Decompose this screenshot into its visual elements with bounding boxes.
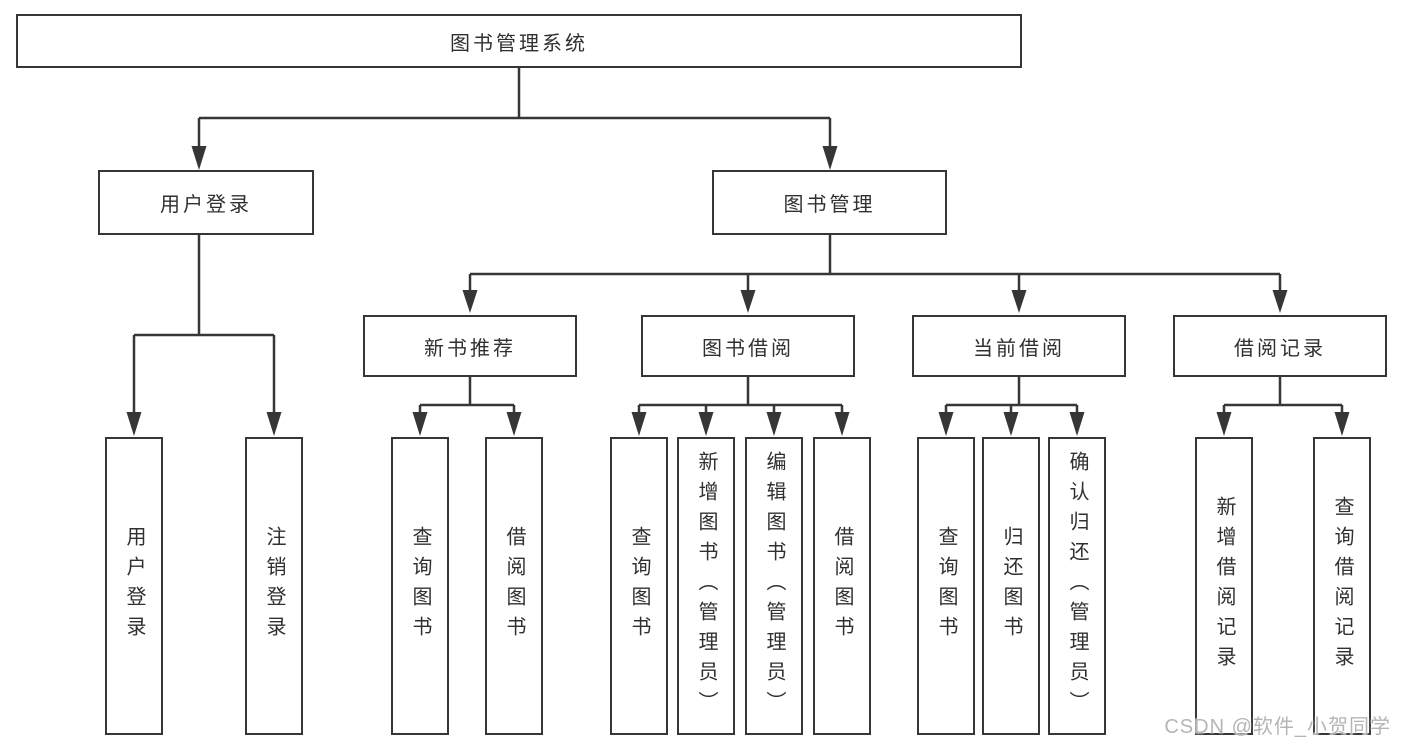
node-label: 编辑图书（管理员） xyxy=(763,451,785,721)
node-label: 确认归还（管理员） xyxy=(1066,451,1088,721)
node-label: 图书管理系统 xyxy=(450,32,588,55)
leaf-recommend-borrow-book: 借阅图书 xyxy=(485,437,543,735)
leaf-logout: 注销登录 xyxy=(245,437,303,735)
node-borrowing-records: 借阅记录 xyxy=(1173,315,1387,377)
node-new-book-recommendation: 新书推荐 xyxy=(363,315,577,377)
leaf-return-book: 归还图书 xyxy=(982,437,1040,735)
leaf-new-borrow-record: 新增借阅记录 xyxy=(1195,437,1253,735)
node-label: 借阅记录 xyxy=(1234,337,1326,360)
node-label: 用户登录 xyxy=(123,526,145,646)
node-label: 当前借阅 xyxy=(973,337,1065,360)
leaf-recommend-query-book: 查询图书 xyxy=(391,437,449,735)
node-label: 借阅图书 xyxy=(831,526,853,646)
node-label: 查询借阅记录 xyxy=(1331,496,1353,676)
leaf-query-borrow-record: 查询借阅记录 xyxy=(1313,437,1371,735)
node-label: 注销登录 xyxy=(263,526,285,646)
node-library-management-system: 图书管理系统 xyxy=(16,14,1022,68)
node-label: 新增借阅记录 xyxy=(1213,496,1235,676)
node-label: 新书推荐 xyxy=(424,337,516,360)
node-current-borrowing: 当前借阅 xyxy=(912,315,1126,377)
node-label: 用户登录 xyxy=(160,194,252,216)
node-label: 查询图书 xyxy=(409,526,431,646)
leaf-confirm-return-admin: 确认归还（管理员） xyxy=(1048,437,1106,735)
node-label: 借阅图书 xyxy=(503,526,525,646)
node-label: 查询图书 xyxy=(628,526,650,646)
leaf-borrowing-query-book: 查询图书 xyxy=(610,437,668,735)
arrowheads xyxy=(126,146,1350,436)
leaf-edit-book-admin: 编辑图书（管理员） xyxy=(745,437,803,735)
node-label: 图书管理 xyxy=(783,194,876,216)
node-label: 归还图书 xyxy=(1000,526,1022,646)
leaf-user-login: 用户登录 xyxy=(105,437,163,735)
csdn-watermark: CSDN @软件_小贺同学 xyxy=(1164,716,1391,738)
node-label: 新增图书（管理员） xyxy=(695,451,717,721)
node-book-management: 图书管理 xyxy=(712,170,947,235)
node-label: 查询图书 xyxy=(935,526,957,646)
leaf-add-book-admin: 新增图书（管理员） xyxy=(677,437,735,735)
node-book-borrowing: 图书借阅 xyxy=(641,315,855,377)
node-label: 图书借阅 xyxy=(702,337,794,360)
leaf-borrowing-borrow-book: 借阅图书 xyxy=(813,437,871,735)
node-user-login: 用户登录 xyxy=(98,170,314,235)
leaf-current-query-book: 查询图书 xyxy=(917,437,975,735)
